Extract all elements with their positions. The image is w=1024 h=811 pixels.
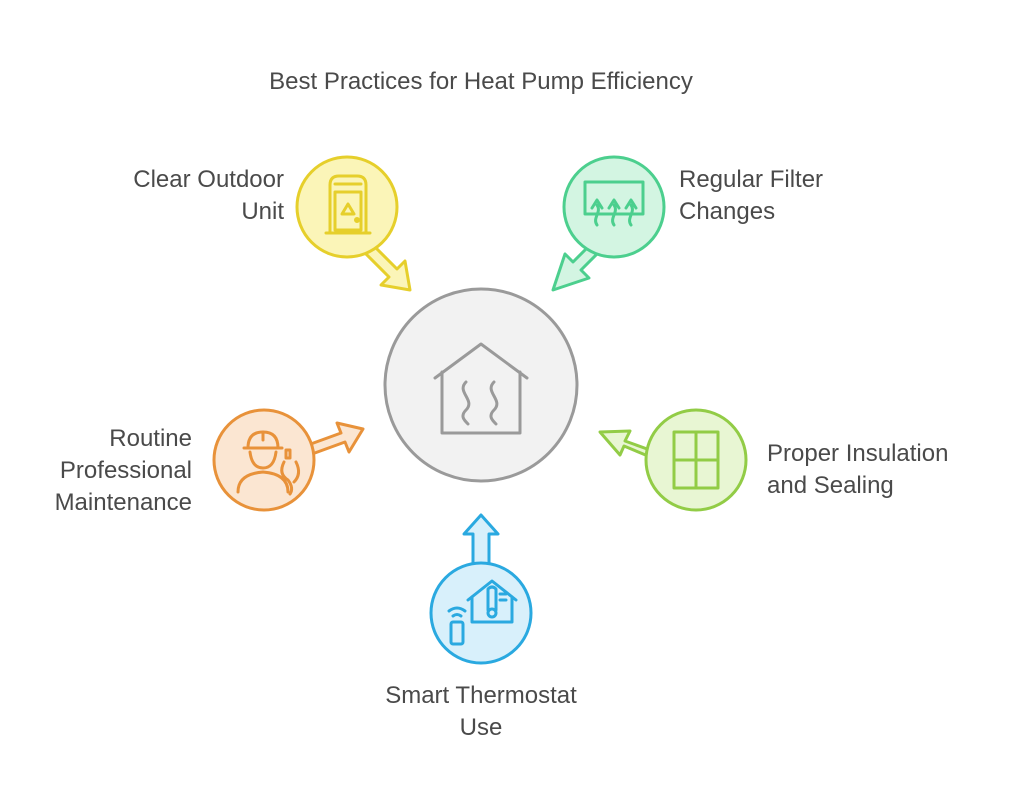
smart-thermostat-icon: [447, 579, 518, 646]
thermostat-node: [429, 513, 533, 665]
outdoor-node: [295, 155, 412, 292]
house-heat-icon: [433, 342, 529, 435]
window-icon: [672, 430, 720, 490]
center-node: [383, 287, 579, 483]
insulation-node: [598, 408, 748, 512]
diagram-title: Best Practices for Heat Pump Efficiency: [269, 68, 693, 95]
air-filter-icon: [583, 180, 645, 227]
outdoor-unit-icon: [324, 174, 372, 235]
technician-icon: [236, 430, 301, 496]
maintenance-node: [212, 408, 365, 512]
filter-node: [551, 155, 666, 292]
